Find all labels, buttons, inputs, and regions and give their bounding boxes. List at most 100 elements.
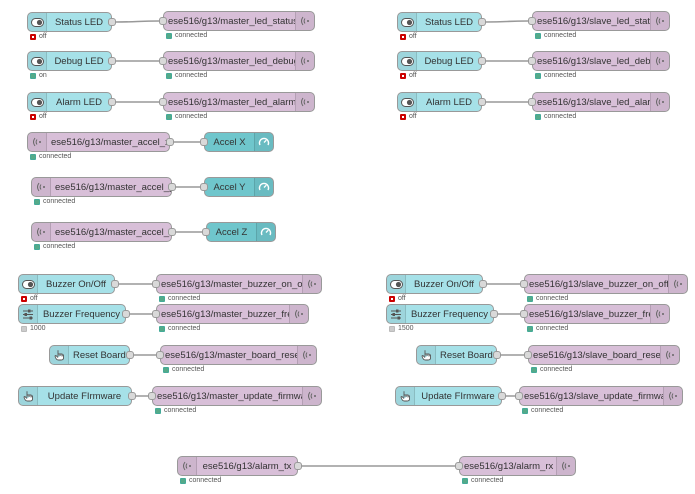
slave-update-mqtt-status-text: connected: [531, 407, 564, 414]
master-update-node[interactable]: Update FIrmware: [18, 386, 136, 406]
master-alarm-led-mqtt-node[interactable]: ese516/g13/master_led_alarm: [159, 92, 315, 112]
slave-debug-led-mqtt-status-text: connected: [544, 72, 577, 79]
slave-status-led-mqtt-node[interactable]: ese516/g13/slave_led_status: [528, 11, 670, 31]
slave-reset-mqtt-input-port[interactable]: [524, 351, 532, 359]
master-buzzer-switch-output-port[interactable]: [111, 280, 119, 288]
master-debug-led-node[interactable]: Debug LED: [27, 51, 116, 71]
master-buzzer-switch-mqtt-node[interactable]: ese516/g13/master_buzzer_on_off: [152, 274, 322, 294]
master-debug-led-label: Debug LED: [54, 55, 104, 67]
slave-reset-node[interactable]: Reset Board: [416, 345, 501, 365]
accel-y-gauge-node[interactable]: Accel Y: [200, 177, 274, 197]
accel-z-gauge-input-port[interactable]: [202, 228, 210, 236]
master-reset-mqtt-input-port[interactable]: [156, 351, 164, 359]
master-debug-led-output-port[interactable]: [108, 57, 116, 65]
slave-alarm-led-mqtt-node[interactable]: ese516/g13/slave_led_alarm: [528, 92, 670, 112]
slave-buzzer-switch-output-port[interactable]: [479, 280, 487, 288]
hand-pointer-icon: [19, 387, 38, 405]
slave-alarm-led-node[interactable]: Alarm LED: [397, 92, 486, 112]
master-update-output-port[interactable]: [128, 392, 136, 400]
accel-x-gauge-node[interactable]: Accel X: [200, 132, 274, 152]
slave-alarm-led-output-port[interactable]: [478, 98, 486, 106]
slave-buzzer-switch-mqtt-node[interactable]: ese516/g13/slave_buzzer_on_off: [520, 274, 688, 294]
accel-y-mqtt-output-port[interactable]: [168, 183, 176, 191]
master-buzzer-switch-node[interactable]: Buzzer On/Off: [18, 274, 119, 294]
alarm-tx-output-port[interactable]: [294, 462, 302, 470]
master-update-mqtt-input-port[interactable]: [148, 392, 156, 400]
master-reset-label: Reset Board: [73, 349, 126, 361]
alarm-tx-status: connected: [180, 477, 221, 484]
master-buzzer-switch-mqtt-status-text: connected: [168, 295, 201, 302]
slave-buzzer-switch-mqtt-input-port[interactable]: [520, 280, 528, 288]
master-buzzer-switch-mqtt-input-port[interactable]: [152, 280, 160, 288]
wifi-icon: [660, 346, 679, 364]
accel-z-gauge-label: Accel Z: [215, 226, 248, 238]
accel-x-mqtt-output-port[interactable]: [166, 138, 174, 146]
slave-status-led-mqtt-input-port[interactable]: [528, 17, 536, 25]
master-status-led-node[interactable]: Status LED: [27, 12, 116, 32]
slave-debug-led-output-port[interactable]: [478, 57, 486, 65]
slave-reset-mqtt-node[interactable]: ese516/g13/slave_board_reset: [524, 345, 680, 365]
slave-status-led-mqtt-status-text: connected: [544, 32, 577, 39]
alarm-rx-node[interactable]: ese516/g13/alarm_rx: [455, 456, 576, 476]
master-buzzer-freq-output-port[interactable]: [122, 310, 130, 318]
master-debug-led-mqtt-node[interactable]: ese516/g13/master_led_debug: [159, 51, 315, 71]
slave-buzzer-switch-status-text: off: [398, 295, 406, 302]
master-status-led-mqtt-input-port[interactable]: [159, 17, 167, 25]
accel-y-mqtt-label: ese516/g13/master_accel_y: [55, 181, 171, 193]
wifi-icon: [295, 93, 314, 111]
master-alarm-led-node[interactable]: Alarm LED: [27, 92, 116, 112]
slave-buzzer-freq-node[interactable]: Buzzer Frequency: [386, 304, 498, 324]
slave-buzzer-freq-status-dot: [389, 325, 395, 332]
slave-buzzer-freq-mqtt-label: ese516/g13/slave_buzzer_freq: [529, 308, 650, 320]
accel-x-gauge-input-port[interactable]: [200, 138, 208, 146]
alarm-tx-status-text: connected: [189, 477, 222, 484]
alarm-tx-node[interactable]: ese516/g13/alarm_tx: [177, 456, 302, 476]
slave-buzzer-freq-output-port[interactable]: [490, 310, 498, 318]
slave-debug-led-mqtt-input-port[interactable]: [528, 57, 536, 65]
master-debug-led-mqtt-input-port[interactable]: [159, 57, 167, 65]
wire-master-status-led[interactable]: [115, 20, 160, 23]
accel-z-mqtt-output-port[interactable]: [168, 228, 176, 236]
master-reset-mqtt-node[interactable]: ese516/g13/master_board_reset: [156, 345, 317, 365]
slave-buzzer-freq-mqtt-node[interactable]: ese516/g13/slave_buzzer_freq: [520, 304, 670, 324]
accel-x-mqtt-node[interactable]: ese516/g13/master_accel_x: [27, 132, 174, 152]
accel-x-mqtt-status-dot: [30, 153, 36, 160]
slave-status-led-mqtt-status: connected: [535, 32, 576, 39]
master-buzzer-freq-mqtt-input-port[interactable]: [152, 310, 160, 318]
master-buzzer-freq-mqtt-node[interactable]: ese516/g13/master_buzzer_freq: [152, 304, 309, 324]
slave-buzzer-freq-mqtt-input-port[interactable]: [520, 310, 528, 318]
slave-status-led-output-port[interactable]: [478, 18, 486, 26]
slave-alarm-led-mqtt-input-port[interactable]: [528, 98, 536, 106]
alarm-rx-input-port[interactable]: [455, 462, 463, 470]
slave-status-led-node[interactable]: Status LED: [397, 12, 486, 32]
master-reset-output-port[interactable]: [126, 351, 134, 359]
master-reset-node[interactable]: Reset Board: [49, 345, 134, 365]
master-status-led-output-port[interactable]: [108, 18, 116, 26]
switch-icon: [387, 275, 406, 293]
master-alarm-led-mqtt-input-port[interactable]: [159, 98, 167, 106]
master-alarm-led-status-dot: [30, 113, 36, 120]
accel-y-mqtt-node[interactable]: ese516/g13/master_accel_y: [31, 177, 176, 197]
accel-z-gauge-node[interactable]: Accel Z: [202, 222, 276, 242]
slave-update-output-port[interactable]: [498, 392, 506, 400]
accel-z-mqtt-node[interactable]: ese516/g13/master_accel_z: [31, 222, 176, 242]
slave-buzzer-switch-node[interactable]: Buzzer On/Off: [386, 274, 487, 294]
slave-update-node[interactable]: Update FIrmware: [395, 386, 506, 406]
slave-reset-output-port[interactable]: [493, 351, 501, 359]
accel-y-mqtt-status: connected: [34, 198, 75, 205]
master-status-led-mqtt-node[interactable]: ese516/g13/master_led_status: [159, 11, 315, 31]
master-update-mqtt-node[interactable]: ese516/g13/master_update_firmware: [148, 386, 322, 406]
master-buzzer-freq-node[interactable]: Buzzer Frequency: [18, 304, 130, 324]
master-status-led-status-text: off: [39, 33, 47, 40]
master-debug-led-mqtt-status-text: connected: [175, 72, 208, 79]
slave-update-mqtt-label: ese516/g13/slave_update_firmware: [524, 390, 663, 402]
slave-debug-led-mqtt-node[interactable]: ese516/g13/slave_led_debug: [528, 51, 670, 71]
slave-update-mqtt-input-port[interactable]: [515, 392, 523, 400]
slave-status-led-status: off: [400, 33, 417, 40]
accel-y-gauge-input-port[interactable]: [200, 183, 208, 191]
master-alarm-led-output-port[interactable]: [108, 98, 116, 106]
wire-slave-status-led[interactable]: [485, 20, 529, 23]
slave-update-mqtt-node[interactable]: ese516/g13/slave_update_firmware: [515, 386, 683, 406]
slave-debug-led-node[interactable]: Debug LED: [397, 51, 486, 71]
